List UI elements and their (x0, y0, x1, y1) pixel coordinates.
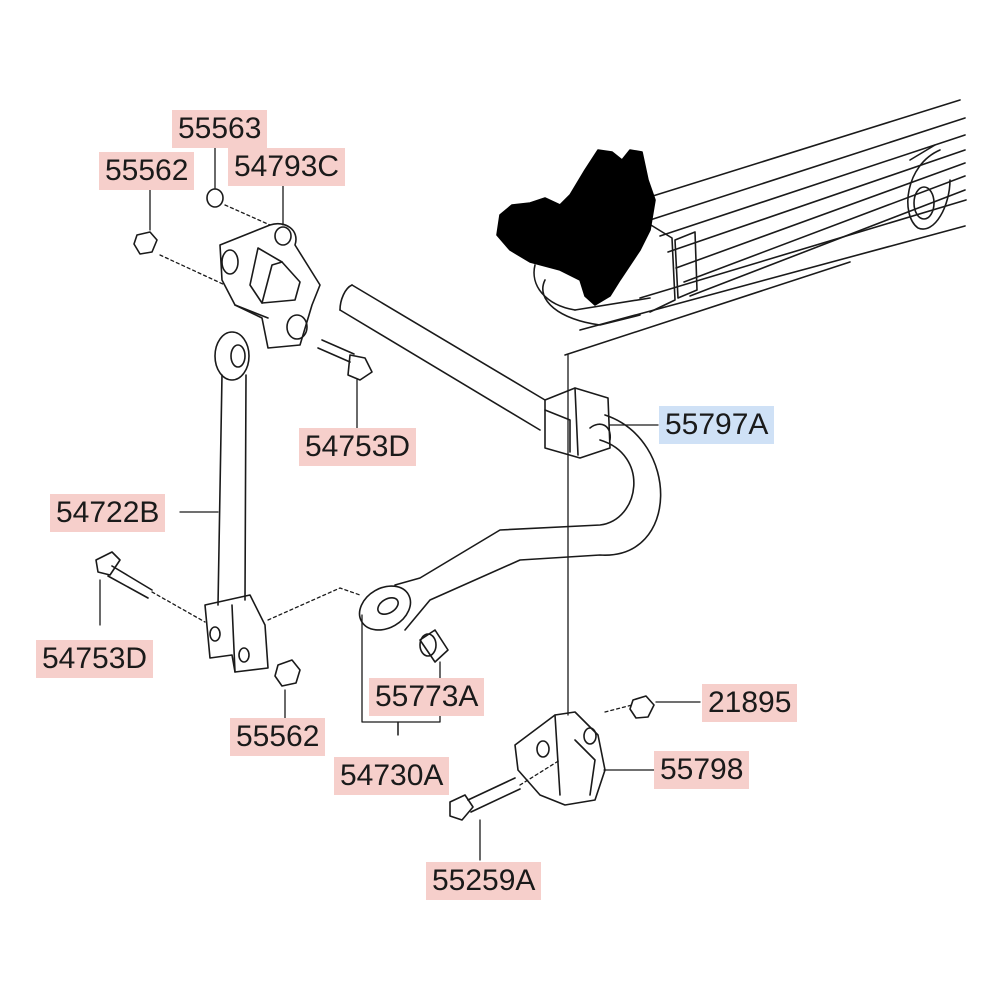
part-label-55798[interactable]: 55798 (654, 751, 750, 789)
upper-bracket (219, 223, 321, 349)
part-label-54722B[interactable]: 54722B (50, 494, 166, 532)
link-bushing (419, 629, 449, 663)
bolt-55259A (449, 777, 521, 821)
part-label-55562-top[interactable]: 55562 (99, 152, 195, 190)
leader-lines (99, 146, 701, 861)
nut-bottom (274, 659, 301, 687)
part-label-55773A[interactable]: 55773A (369, 678, 485, 716)
part-label-55562-bottom[interactable]: 55562 (230, 718, 326, 756)
nut-21895 (629, 695, 655, 719)
part-label-21895[interactable]: 21895 (702, 684, 798, 722)
washer (206, 188, 224, 208)
part-label-54753D-top[interactable]: 54753D (299, 428, 417, 466)
part-label-54793C[interactable]: 54793C (228, 148, 346, 186)
bolt-upper (317, 339, 373, 381)
part-label-54730A[interactable]: 54730A (334, 757, 450, 795)
part-label-55797A[interactable]: 55797A (659, 406, 775, 444)
part-label-55563[interactable]: 55563 (172, 110, 268, 148)
bolt-left (95, 551, 153, 599)
nut-top (133, 231, 158, 255)
clamp-bracket (514, 711, 606, 806)
leaf-spring (533, 99, 967, 356)
stabilizer-bar (339, 284, 662, 631)
stabilizer-link (204, 331, 269, 673)
part-label-55259A[interactable]: 55259A (426, 862, 542, 900)
bushing (544, 387, 611, 459)
masked-component (496, 149, 656, 306)
part-label-54753D-left[interactable]: 54753D (36, 640, 154, 678)
